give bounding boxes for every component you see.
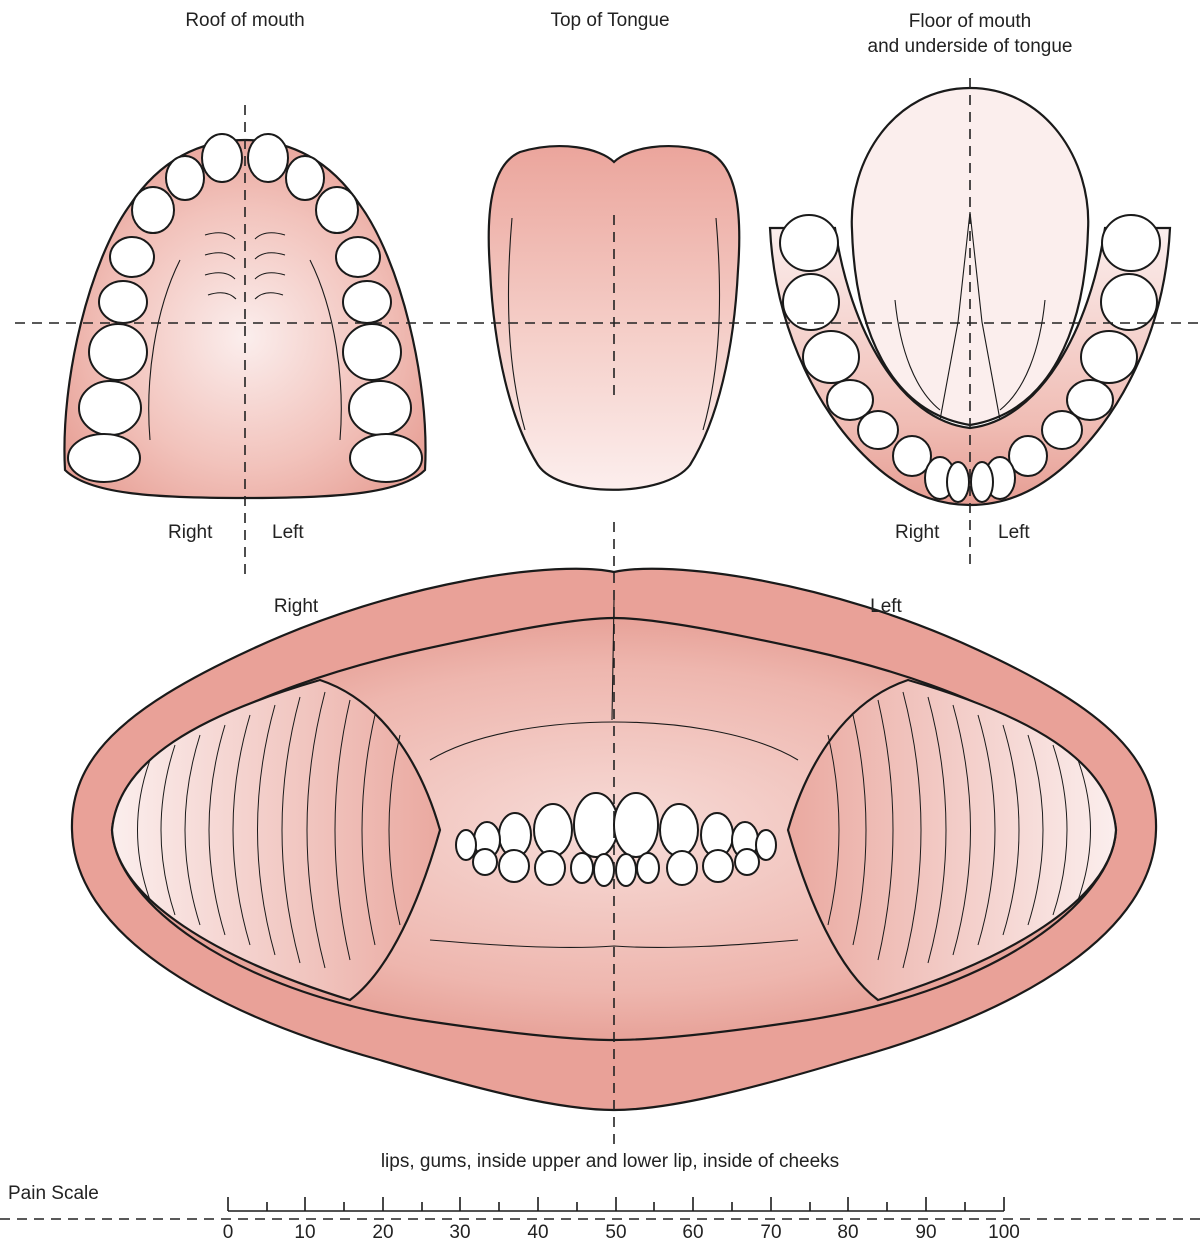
roof-of-mouth-label: Roof of mouth	[185, 10, 304, 32]
pain-scale-label: Pain Scale	[8, 1183, 99, 1205]
top-of-tongue-label: Top of Tongue	[550, 10, 669, 32]
floor-left-label: Left	[998, 522, 1030, 544]
roof-right-label: Right	[168, 522, 212, 544]
floor-right-label: Right	[895, 522, 939, 544]
top-of-tongue-figure	[489, 146, 740, 490]
roof-left-label: Left	[272, 522, 304, 544]
mouth-left-label: Left	[870, 596, 902, 618]
pain-scale-ruler	[228, 1197, 1004, 1211]
mouth-caption: lips, gums, inside upper and lower lip, …	[381, 1151, 839, 1173]
floor-of-mouth-label: Floor of mouth	[909, 11, 1032, 33]
underside-of-tongue-label: and underside of tongue	[868, 36, 1073, 58]
mouth-right-label: Right	[274, 596, 318, 618]
